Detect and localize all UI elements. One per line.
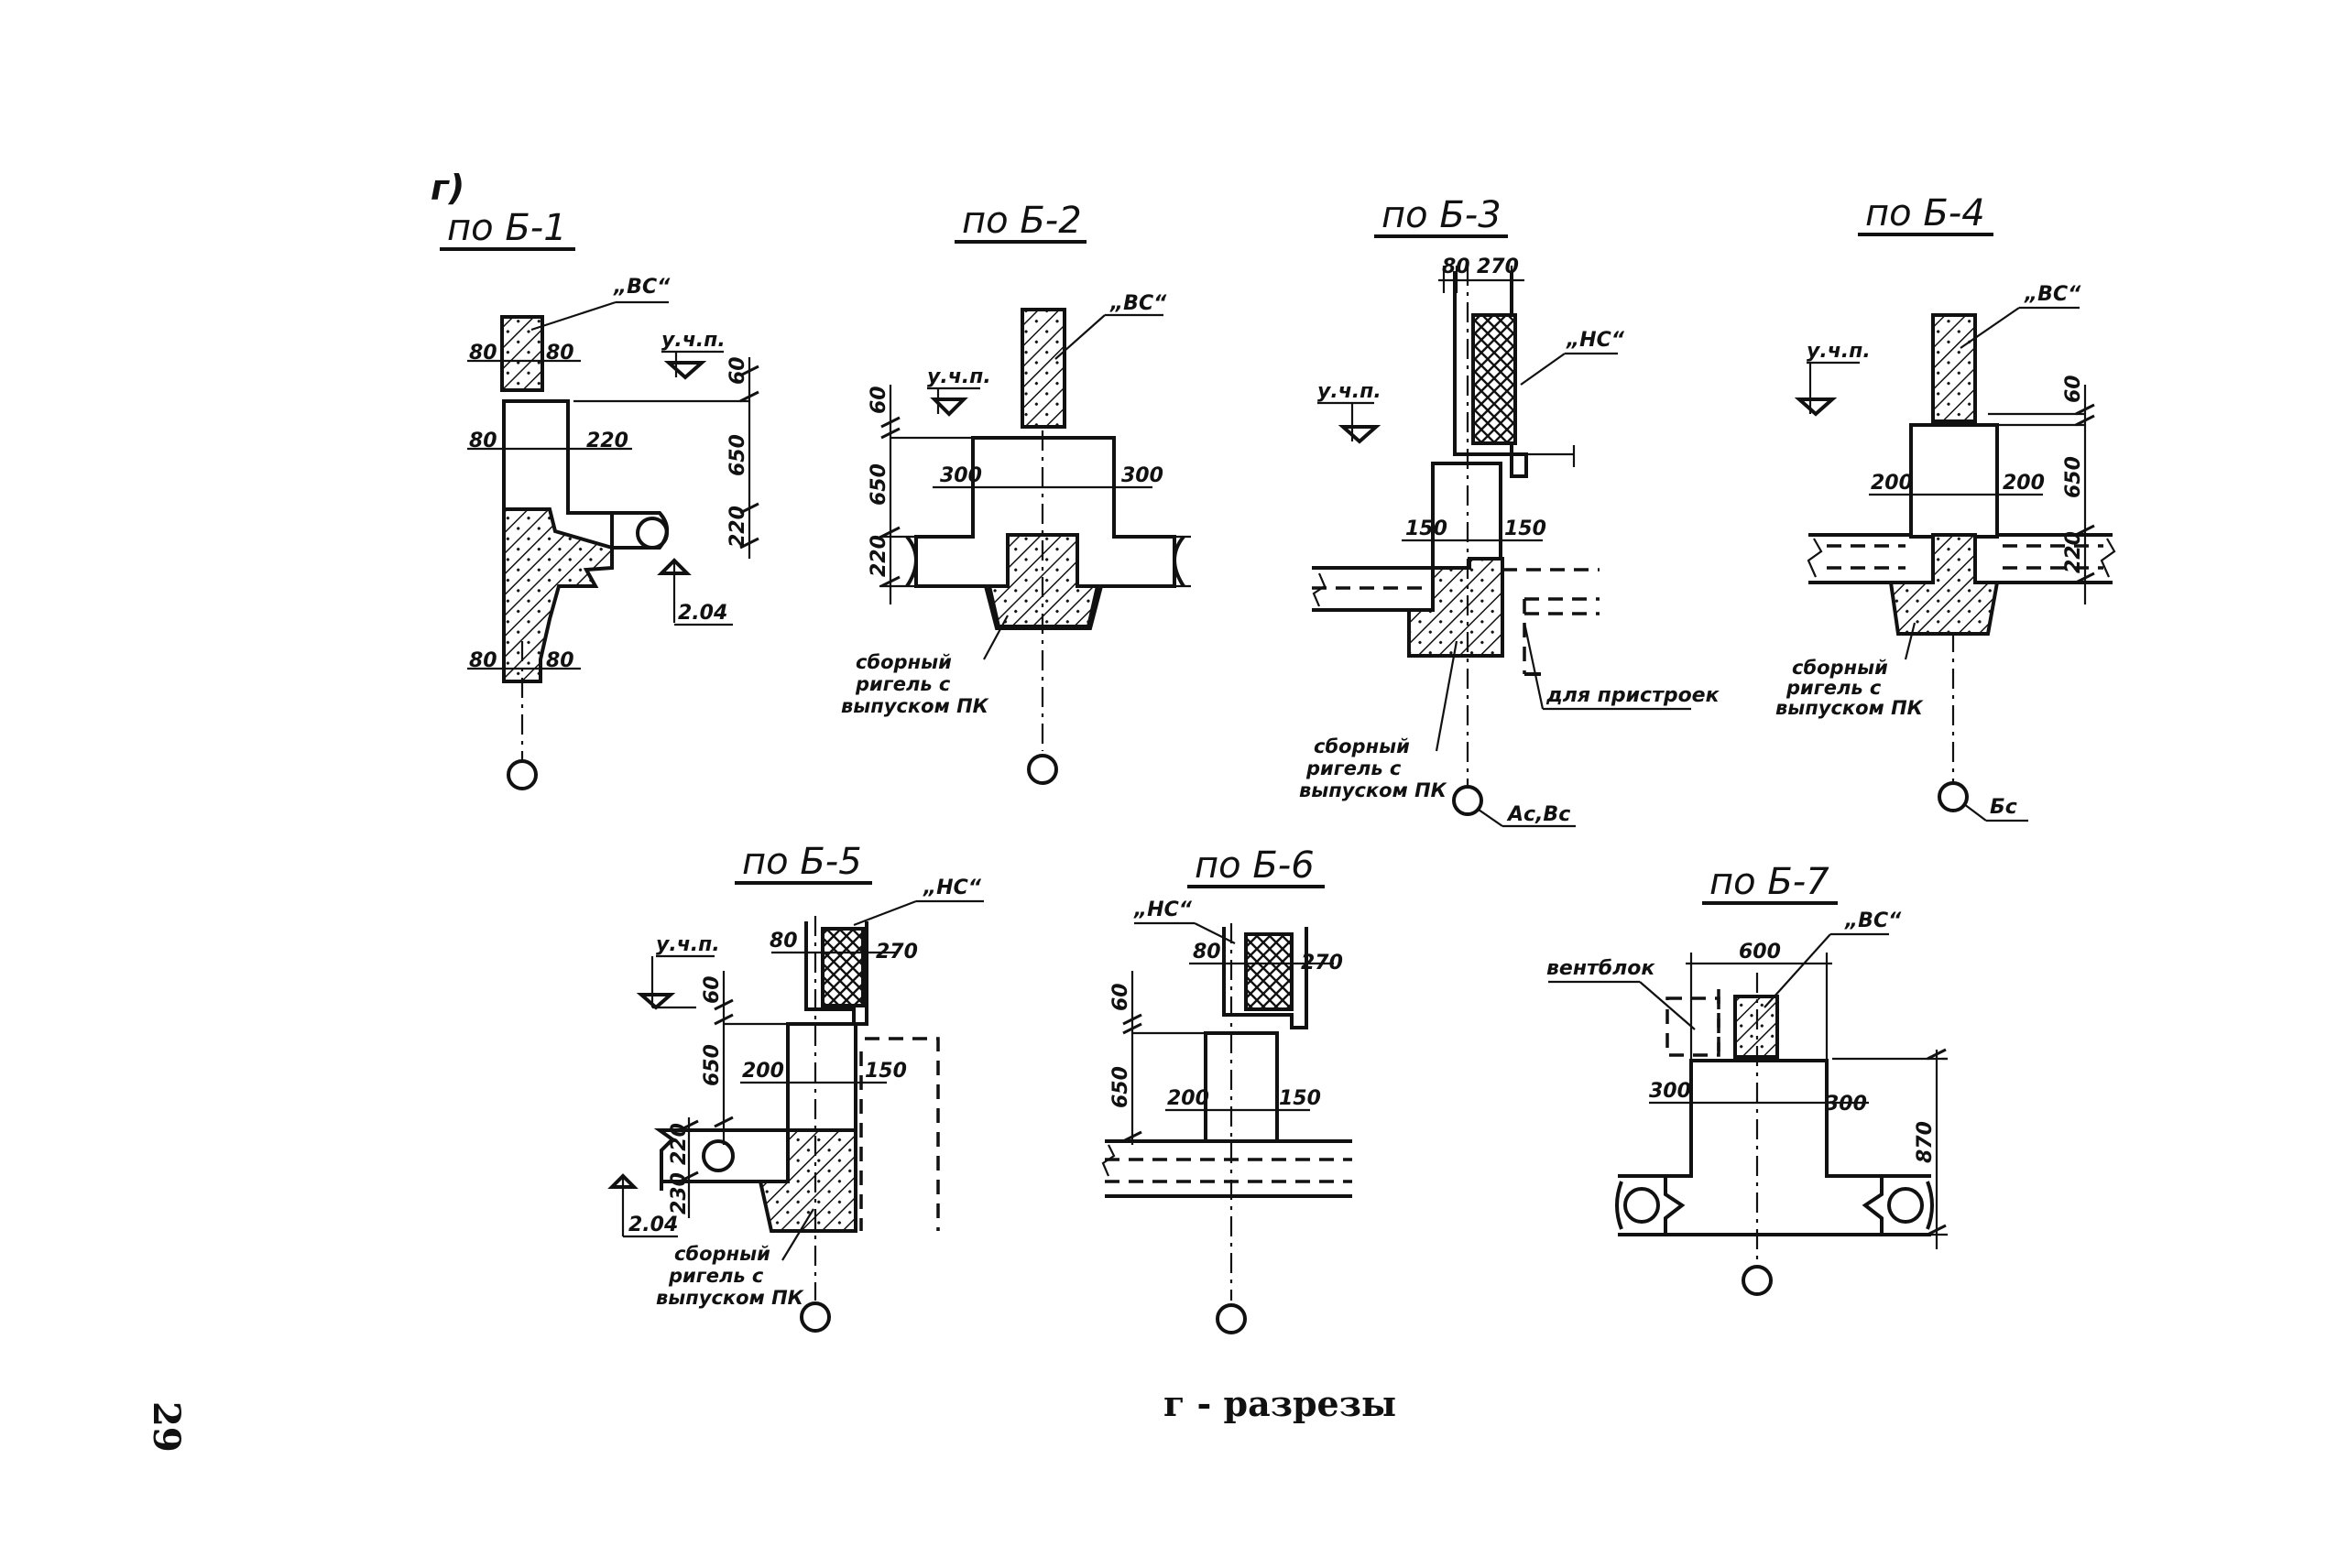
section-b1: по Б-1 60 650 220 у.ч.п. 2.04 — [440, 207, 759, 790]
level-label: у.ч.п. — [656, 933, 720, 956]
note-line: ригель с — [855, 673, 951, 695]
dim: 300 — [1121, 464, 1163, 487]
note-line: выпуском ПК — [656, 1287, 804, 1309]
dim: 220 — [668, 1123, 691, 1165]
material-label: „НС“ — [1133, 898, 1193, 921]
dim: 200 — [1167, 1087, 1209, 1110]
dim: 300 — [1825, 1093, 1867, 1116]
section-title: по Б-7 — [1709, 861, 1829, 903]
dim: 80 — [770, 930, 798, 953]
level-label: у.ч.п. — [1807, 340, 1871, 363]
dim: 220 — [2062, 531, 2085, 573]
figure-letter: г) — [431, 168, 464, 208]
dim: 60 — [1109, 983, 1132, 1011]
dim: 150 — [1279, 1087, 1321, 1110]
note-line: ригель с — [668, 1265, 764, 1287]
dim: 650 — [1109, 1066, 1132, 1108]
material-label: „ВС“ — [1109, 292, 1167, 315]
axis-label: Ас,Вс — [1506, 803, 1570, 826]
dim: 60 — [726, 356, 749, 385]
elevation-mark: 2.04 — [678, 602, 727, 625]
sheet-caption: г - разрезы — [1163, 1383, 1396, 1424]
dim: 60 — [701, 975, 724, 1004]
section-b5: по Б-5 80 270 60 650 220 230 — [607, 841, 984, 1333]
dim: 270 — [876, 941, 918, 964]
section-b7: по Б-7 600 300 300 870 — [1546, 861, 1948, 1296]
elevation-mark: 2.04 — [628, 1214, 678, 1236]
material-label: „ВС“ — [2024, 283, 2081, 306]
note-line: сборный — [856, 651, 952, 673]
vent-label: вентблок — [1546, 957, 1655, 980]
section-b2: по Б-2 60 650 220 у.ч.п. 300 300 — [841, 200, 1191, 785]
section-title: по Б-6 — [1195, 844, 1315, 887]
level-label: у.ч.п. — [661, 329, 726, 352]
dim: 220 — [868, 535, 890, 577]
note-line: выпуском ПК — [1775, 697, 1924, 719]
dim: 220 — [726, 506, 749, 548]
dim: 230 — [668, 1172, 691, 1214]
dim: 150 — [1504, 517, 1546, 540]
dim: 200 — [1871, 472, 1913, 495]
dim: 300 — [1649, 1080, 1691, 1103]
section-b6: по Б-6 80 270 60 650 200 150 „НС“ — [1101, 844, 1352, 1334]
material-label: „НС“ — [1566, 329, 1625, 352]
note-line: сборный — [674, 1243, 770, 1265]
section-title: по Б-4 — [1865, 192, 1985, 234]
dim: 650 — [726, 434, 749, 476]
dim: 650 — [868, 463, 890, 506]
section-title: по Б-2 — [962, 200, 1082, 242]
section-b4: по Б-4 Бс 60 650 220 200 200 — [1775, 192, 2116, 822]
dim: 300 — [940, 464, 982, 487]
dim: 650 — [2062, 456, 2085, 498]
dim: 150 — [865, 1060, 907, 1083]
dim: 200 — [2003, 472, 2045, 495]
axis-label: Бс — [1990, 796, 2017, 819]
section-title: по Б-3 — [1381, 194, 1502, 236]
note-line: сборный — [1792, 657, 1888, 679]
level-label: у.ч.п. — [1317, 380, 1381, 403]
annex-label: для пристроек — [1545, 684, 1720, 707]
dim: 80 — [1193, 941, 1221, 964]
dim: 200 — [742, 1060, 784, 1083]
section-title: по Б-5 — [742, 841, 862, 883]
material-label: „ВС“ — [1844, 909, 1902, 932]
dim: 270 — [1301, 952, 1343, 975]
level-label: у.ч.п. — [927, 365, 991, 388]
note-line: ригель с — [1785, 677, 1882, 699]
material-label: „ВС“ — [613, 276, 671, 299]
dim: 600 — [1739, 941, 1781, 964]
note-line: ригель с — [1305, 757, 1402, 779]
note-line: выпуском ПК — [1299, 779, 1447, 801]
note-line: сборный — [1314, 735, 1410, 757]
section-b3: по Б-3 Ас,Вс 80 270 150 — [1299, 194, 1720, 828]
dim: 60 — [2062, 375, 2085, 403]
page-number: 29 — [145, 1401, 188, 1453]
dim: 650 — [701, 1044, 724, 1086]
dim: 60 — [868, 386, 890, 414]
material-label: „НС“ — [923, 877, 982, 899]
note-line: выпуском ПК — [841, 695, 989, 717]
dim: 870 — [1914, 1121, 1937, 1163]
section-title: по Б-1 — [447, 207, 567, 249]
dim: 150 — [1405, 517, 1447, 540]
